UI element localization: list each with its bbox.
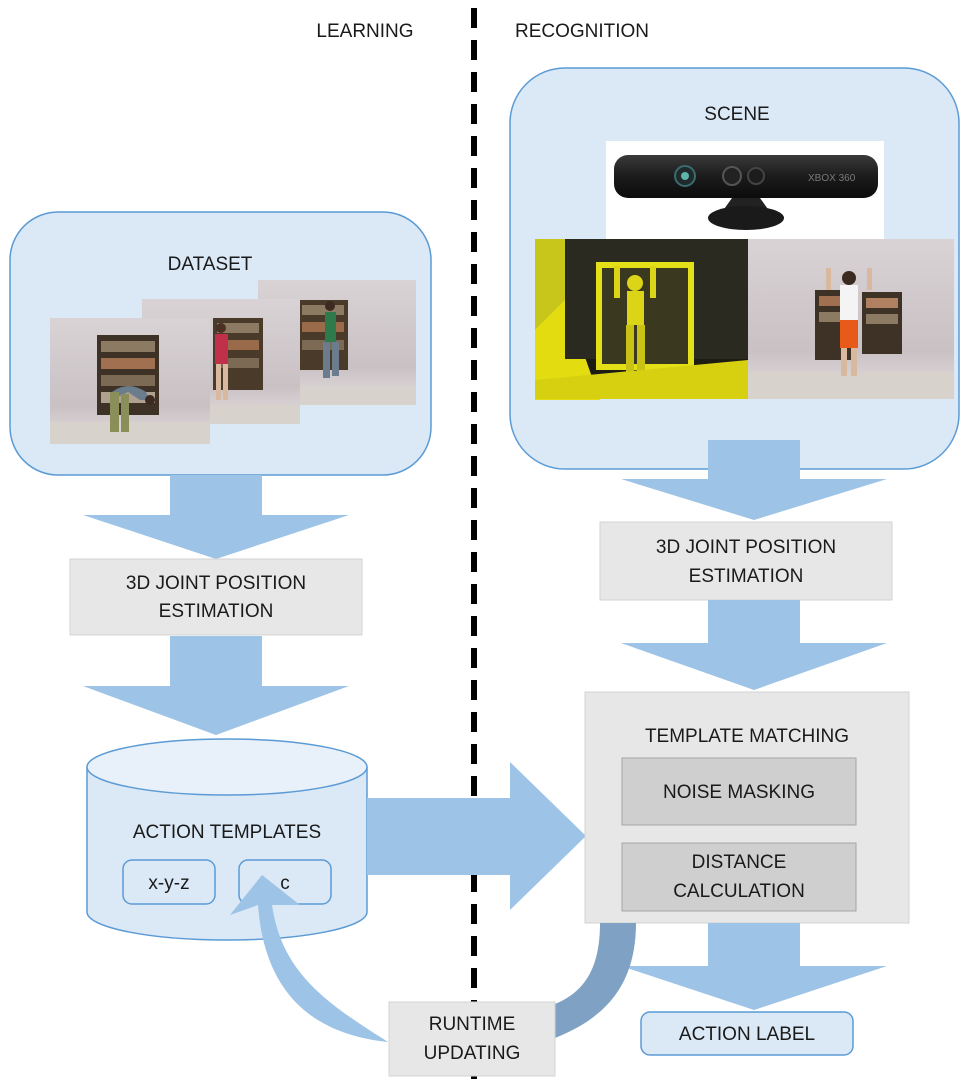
- template-matching-label: TEMPLATE MATCHING: [645, 726, 849, 747]
- recognition-header: RECOGNITION: [515, 21, 649, 42]
- rgb-image: [748, 239, 954, 399]
- kinect-sensor-image: XBOX 360: [606, 141, 884, 239]
- arrow-scene-to-joint: [621, 440, 887, 520]
- action-templates-label: ACTION TEMPLATES: [133, 822, 321, 843]
- runtime-updating-line1: RUNTIME: [429, 1014, 516, 1035]
- depth-image: [535, 239, 748, 400]
- arrow-matching-to-label: [621, 923, 887, 1010]
- distance-calculation-box: [621, 842, 857, 912]
- learning-joint-estimation-line1: 3D JOINT POSITION: [126, 573, 306, 594]
- field-xyz-box: [122, 859, 216, 905]
- dataset-label: DATASET: [168, 254, 253, 275]
- scene-label: SCENE: [704, 104, 769, 125]
- distance-calculation-line2: CALCULATION: [673, 881, 805, 902]
- noise-masking-label: NOISE MASKING: [663, 782, 815, 803]
- distance-calculation-line1: DISTANCE: [692, 852, 787, 873]
- learning-joint-estimation-line2: ESTIMATION: [159, 601, 274, 622]
- kinect-brand-text: XBOX 360: [808, 173, 856, 184]
- recognition-joint-estimation-box: [599, 521, 893, 601]
- learning-header: LEARNING: [316, 21, 413, 42]
- feedback-arrow-to-runtime: [555, 923, 636, 1038]
- arrow-joint-to-templates: [83, 636, 349, 735]
- learning-joint-estimation-box: [69, 558, 363, 636]
- runtime-updating-box: [388, 1001, 556, 1077]
- field-c-label: c: [280, 873, 290, 894]
- recognition-joint-estimation-line1: 3D JOINT POSITION: [656, 537, 836, 558]
- arrow-joint-to-matching: [621, 600, 887, 690]
- action-label-text: ACTION LABEL: [679, 1024, 815, 1045]
- field-xyz-label: x-y-z: [148, 873, 189, 894]
- dataset-photo-1: [50, 318, 210, 444]
- runtime-updating-line2: UPDATING: [424, 1043, 521, 1064]
- recognition-joint-estimation-line2: ESTIMATION: [689, 566, 804, 587]
- arrow-templates-to-matching: [367, 762, 586, 910]
- action-label-box: [640, 1011, 854, 1056]
- feedback-arrow-to-templates: [230, 875, 388, 1079]
- arrow-dataset-to-joint: [83, 475, 349, 559]
- noise-masking-box: [621, 757, 857, 826]
